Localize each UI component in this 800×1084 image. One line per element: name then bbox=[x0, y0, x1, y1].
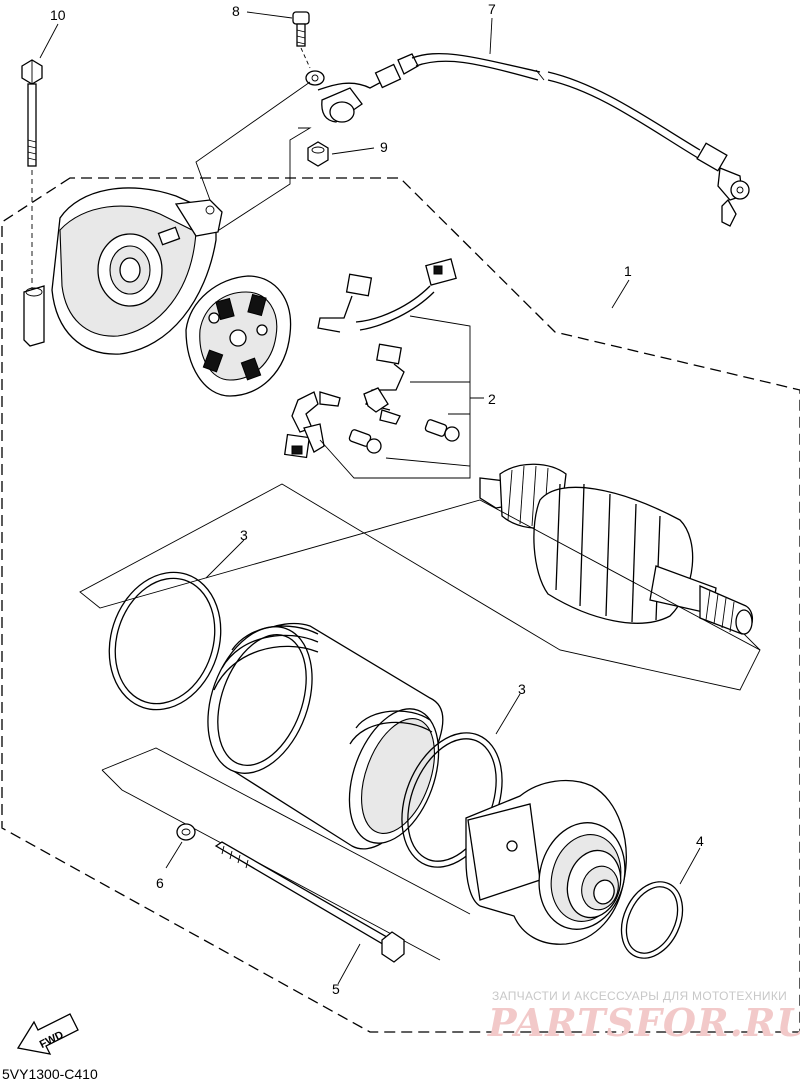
leader-2-bracket bbox=[319, 315, 484, 479]
leader-6 bbox=[165, 841, 183, 869]
leader-3-upper bbox=[205, 539, 245, 579]
callout-7: 7 bbox=[488, 1, 496, 17]
callout-8: 8 bbox=[232, 3, 240, 19]
leader-9 bbox=[331, 147, 375, 155]
armature-hidden-outline bbox=[79, 483, 761, 691]
callout-3-lower: 3 bbox=[518, 681, 526, 697]
armature-axis bbox=[743, 633, 761, 651]
part-7-starter-cable bbox=[305, 52, 750, 227]
rear-cover-housing bbox=[23, 187, 223, 355]
callout-2: 2 bbox=[488, 391, 496, 407]
leader-7 bbox=[489, 17, 493, 55]
terminal-guide-lines bbox=[195, 81, 312, 233]
assembly-boundary-dashed bbox=[1, 177, 800, 1033]
callout-9: 9 bbox=[380, 139, 388, 155]
callout-1: 1 bbox=[624, 263, 632, 279]
part-2-brush-set bbox=[283, 258, 460, 459]
callout-10: 10 bbox=[50, 7, 66, 23]
front-cover-hidden-line bbox=[101, 747, 471, 915]
part-9-nut bbox=[307, 141, 329, 167]
watermark-tagline: ЗАПЧАСТИ И АКСЕССУАРЫ ДЛЯ МОТОТЕХНИКИ bbox=[492, 989, 788, 1003]
yoke-motor-body bbox=[207, 622, 444, 850]
front-cover-hidden-line-2 bbox=[101, 769, 441, 961]
callout-3-upper: 3 bbox=[240, 527, 248, 543]
front-cover bbox=[465, 779, 627, 945]
diagram-code: 5VY1300-C410 bbox=[2, 1066, 98, 1082]
leader-10 bbox=[39, 23, 59, 59]
part-4-o-ring-small bbox=[620, 881, 684, 959]
callout-6: 6 bbox=[156, 875, 164, 891]
armature bbox=[479, 463, 753, 635]
part-3-o-ring-upper bbox=[108, 571, 222, 711]
callout-5: 5 bbox=[332, 981, 340, 997]
watermark-logo: PARTSFOR.RU bbox=[488, 1000, 800, 1045]
fwd-arrow: FWD bbox=[16, 1013, 79, 1055]
leader-1 bbox=[611, 279, 630, 309]
leader-8 bbox=[246, 11, 293, 19]
part-6-washer bbox=[176, 823, 196, 841]
leader-4 bbox=[679, 847, 701, 885]
part-8-bolt bbox=[292, 11, 311, 69]
part-10-long-bolt bbox=[21, 59, 43, 290]
brush-holder-plate bbox=[185, 275, 292, 397]
leader-5 bbox=[337, 943, 361, 985]
part-5-through-bolt bbox=[214, 841, 405, 963]
leader-3-lower bbox=[495, 693, 521, 735]
callout-4: 4 bbox=[696, 833, 704, 849]
